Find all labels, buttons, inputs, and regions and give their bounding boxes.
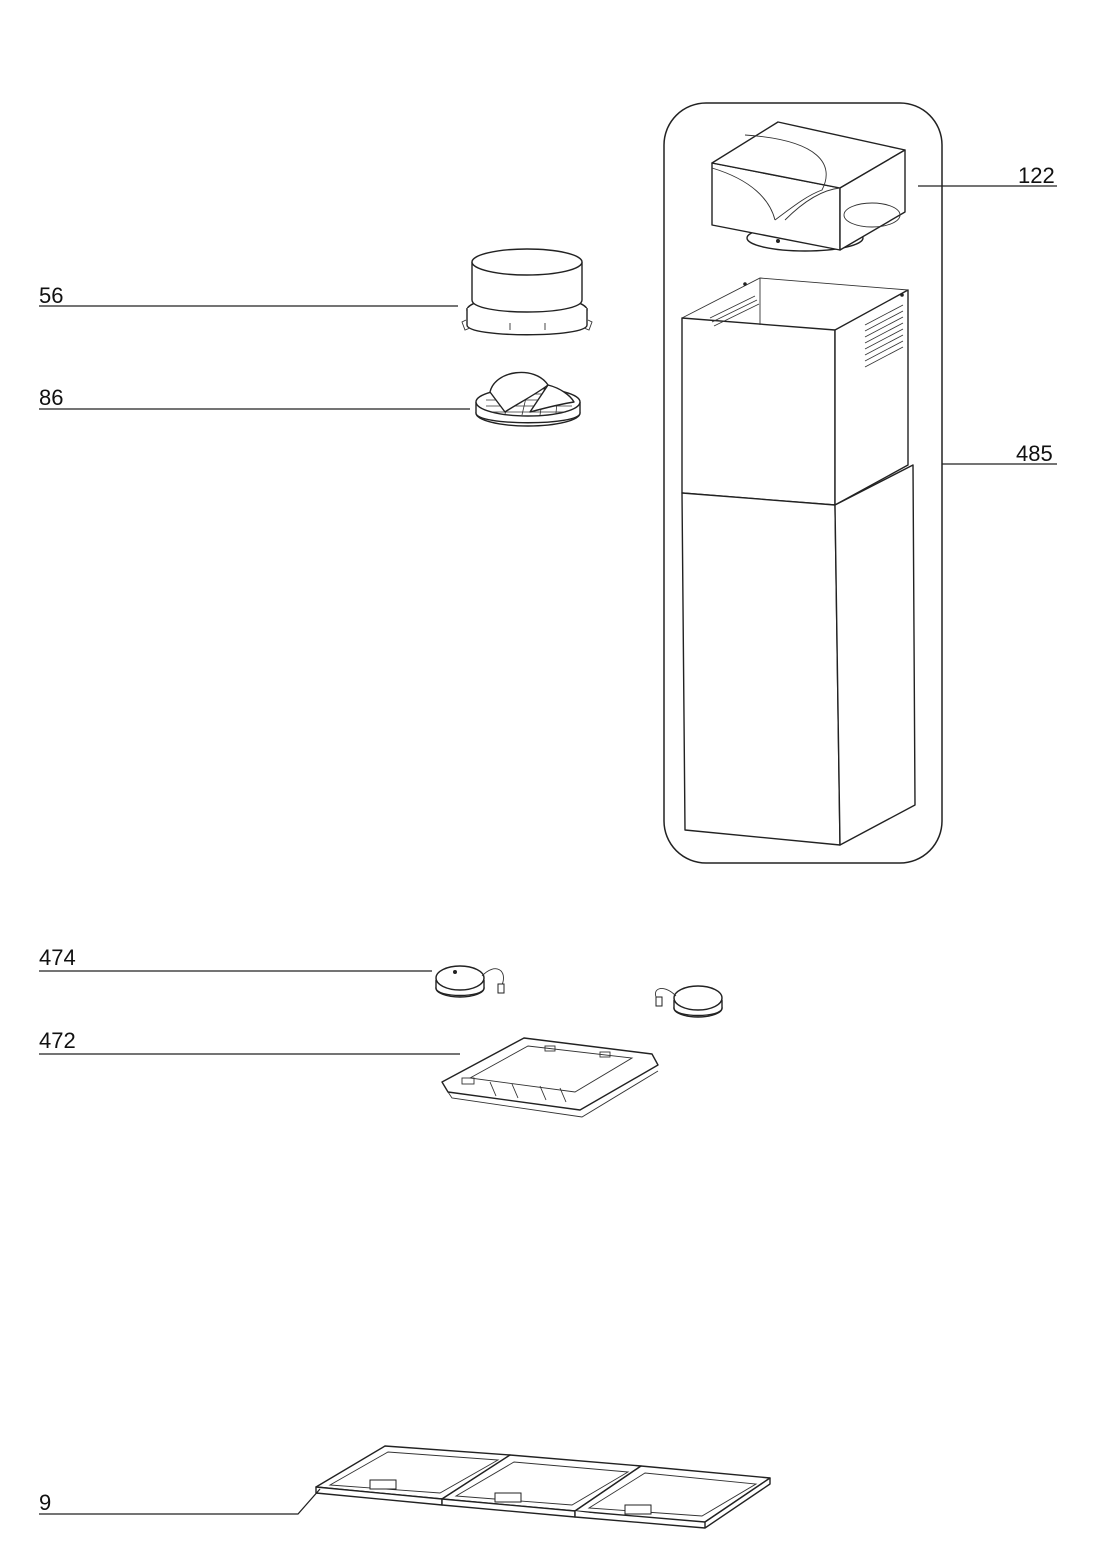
part-474-lamp-left xyxy=(435,965,505,998)
part-9-grease-filters xyxy=(315,1445,771,1529)
callout-485: 485 xyxy=(1016,441,1053,466)
part-472-frame xyxy=(441,1037,659,1118)
callout-474: 474 xyxy=(39,945,76,970)
callout-56: 56 xyxy=(39,283,63,308)
callout-86: 86 xyxy=(39,385,63,410)
callout-472: 472 xyxy=(39,1028,76,1053)
part-86-check-valve xyxy=(475,371,581,427)
leader-9 xyxy=(39,1488,321,1515)
callout-122: 122 xyxy=(1018,163,1055,188)
chimney-group-frame xyxy=(663,102,943,864)
part-122-duct-adapter xyxy=(711,121,906,252)
part-474-lamp-right xyxy=(655,985,723,1018)
part-485-chimney xyxy=(681,277,916,846)
part-56-flange xyxy=(461,248,593,336)
callout-9: 9 xyxy=(39,1490,51,1515)
